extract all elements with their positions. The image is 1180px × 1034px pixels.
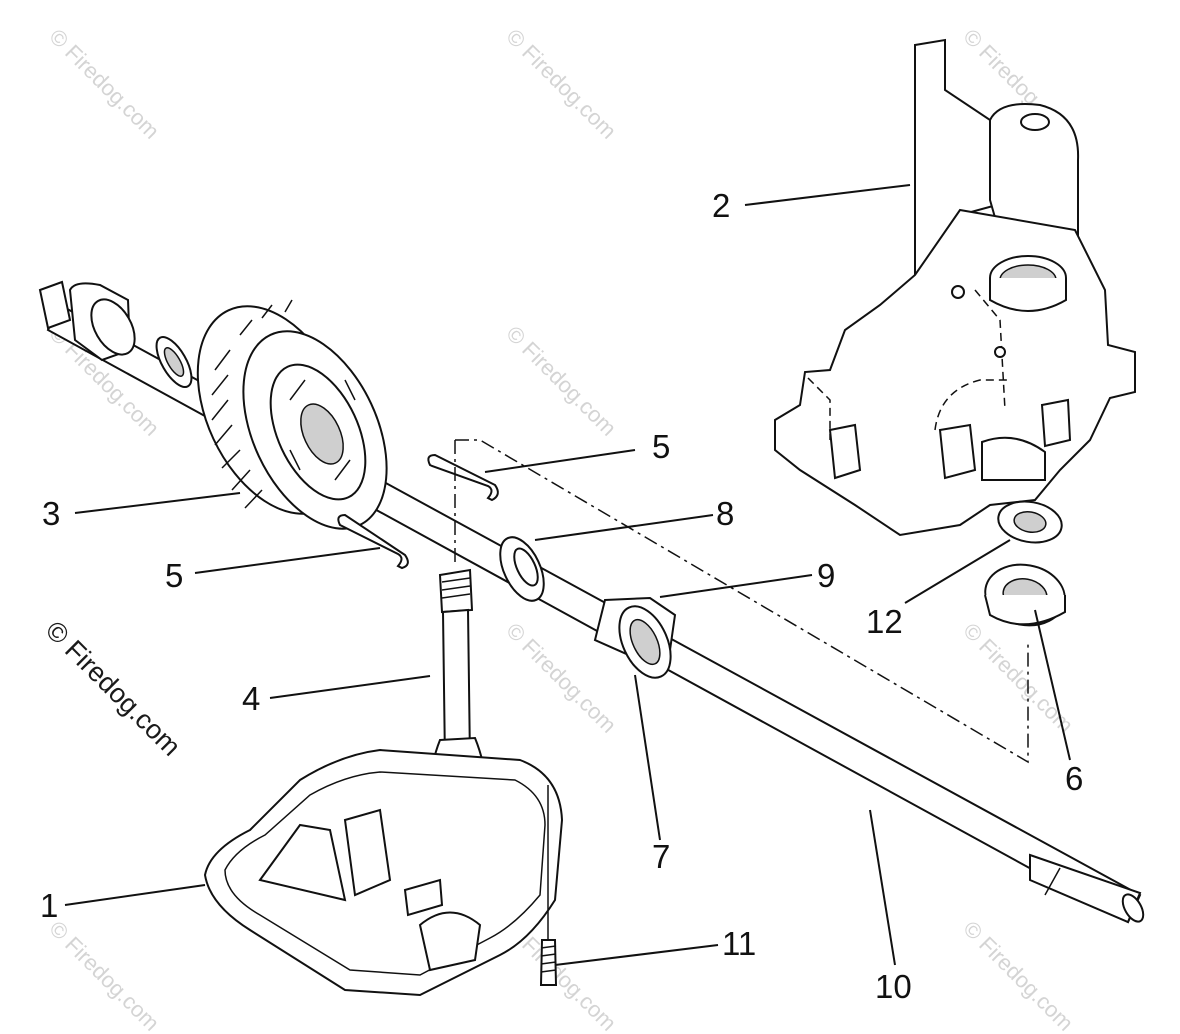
callouts: 1 2 3 4 5 5 6 7 8 9 10 11 12	[40, 187, 1083, 1005]
watermark-tile: © Firedog.com	[501, 24, 621, 144]
roll-pin-part	[337, 453, 499, 570]
callout-9: 9	[817, 557, 835, 594]
watermark-main: © Firedog.com	[40, 615, 187, 762]
callout-8: 8	[716, 495, 734, 532]
callout-7: 7	[652, 838, 670, 875]
screw-part	[539, 785, 558, 986]
thrust-washer-part	[499, 536, 545, 602]
axle-nut-spacer	[38, 280, 193, 388]
callout-11: 11	[722, 925, 756, 962]
callout-2: 2	[712, 187, 730, 224]
callout-1: 1	[40, 887, 58, 924]
alignment-lines	[454, 439, 1029, 764]
callout-10: 10	[875, 968, 912, 1005]
watermark-tile: © Firedog.com	[501, 321, 621, 441]
watermark-tile: © Firedog.com	[958, 916, 1078, 1034]
watermark-tile: © Firedog.com	[44, 916, 164, 1034]
lower-case-part	[203, 748, 564, 997]
watermark-tile: © Firedog.com	[44, 24, 164, 144]
upper-housing-part	[774, 38, 1136, 537]
bushing-part	[593, 596, 677, 679]
callout-6: 6	[1065, 760, 1083, 797]
leader-lines	[64, 184, 1071, 966]
bearing-small-part	[997, 500, 1063, 544]
bearing-large-part	[984, 563, 1066, 627]
callout-5-lower: 5	[165, 557, 183, 594]
callout-12: 12	[866, 603, 903, 640]
callout-3: 3	[42, 495, 60, 532]
callout-5-upper: 5	[652, 428, 670, 465]
callout-4: 4	[242, 680, 260, 717]
drive-gear-part	[196, 299, 388, 530]
